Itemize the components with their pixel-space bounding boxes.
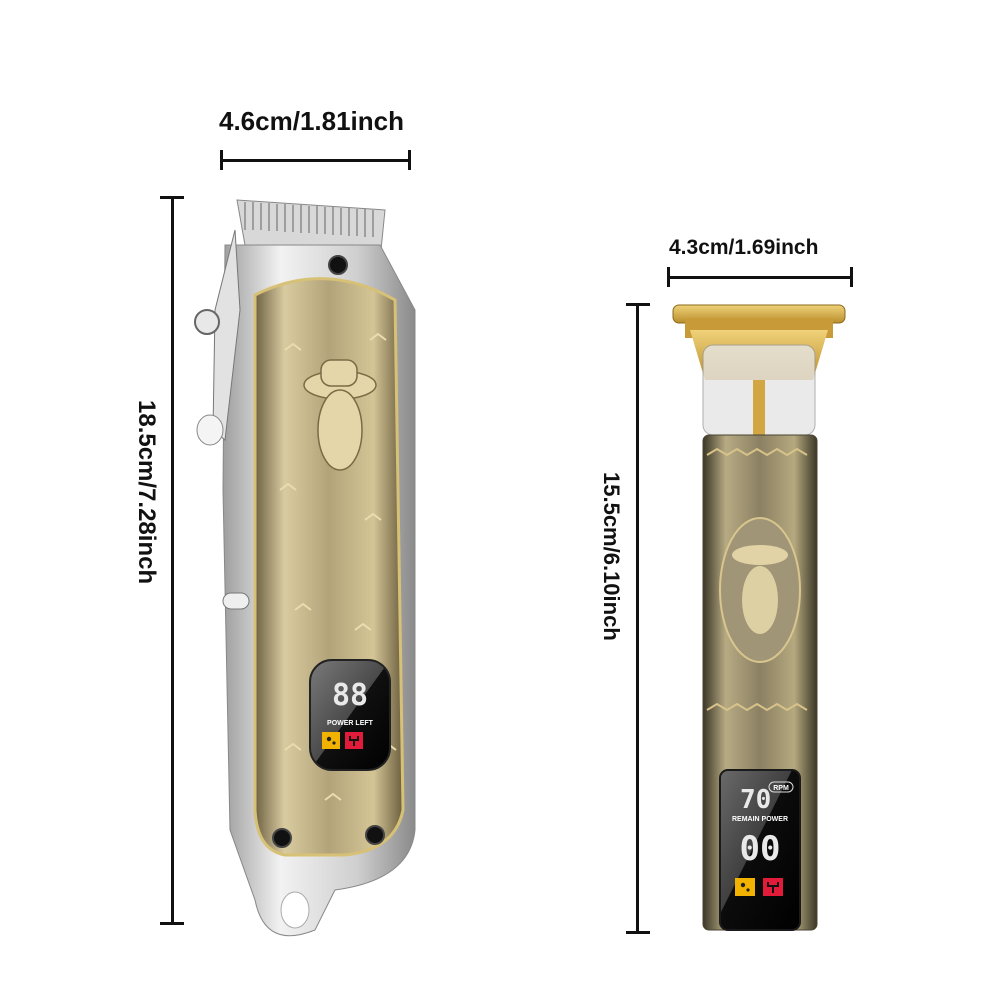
trimmer-width-label: 4.3cm/1.69inch [669,236,819,259]
rpm-digits: 70 [740,785,771,815]
screw-icon [365,825,385,845]
display-caption: POWER LEFT [327,720,374,727]
screw-icon [328,255,348,275]
hang-loop [280,891,310,929]
oil-drops-icon [322,732,340,749]
power-digits: 00 [740,829,781,869]
trimmer-display: 70 RPM REMAIN POWER 00 [719,769,801,931]
clipper-illustration: 88 POWER LEFT [194,199,416,937]
trimmer-illustration: 70 RPM REMAIN POWER 00 [672,304,846,931]
clipper-width-label: 4.6cm/1.81inch [219,106,404,136]
power-switch[interactable] [222,592,250,610]
trimmer-height-label: 15.5cm/6.10inch [599,472,624,641]
taper-lever[interactable] [194,229,241,446]
clipper-display: 88 POWER LEFT [309,659,391,771]
battery-digits: 88 [332,678,368,713]
display-caption: REMAIN POWER [732,816,788,823]
clipper-blade [236,199,386,251]
zigzag-bands [706,447,808,712]
clipper-height-label: 18.5cm/7.28inch [133,400,160,585]
drive-pin [753,380,765,435]
screw-icon [272,828,292,848]
bearded-man-engraving [303,359,377,471]
oil-drops-icon [735,878,755,896]
rpm-badge: RPM [773,785,789,792]
